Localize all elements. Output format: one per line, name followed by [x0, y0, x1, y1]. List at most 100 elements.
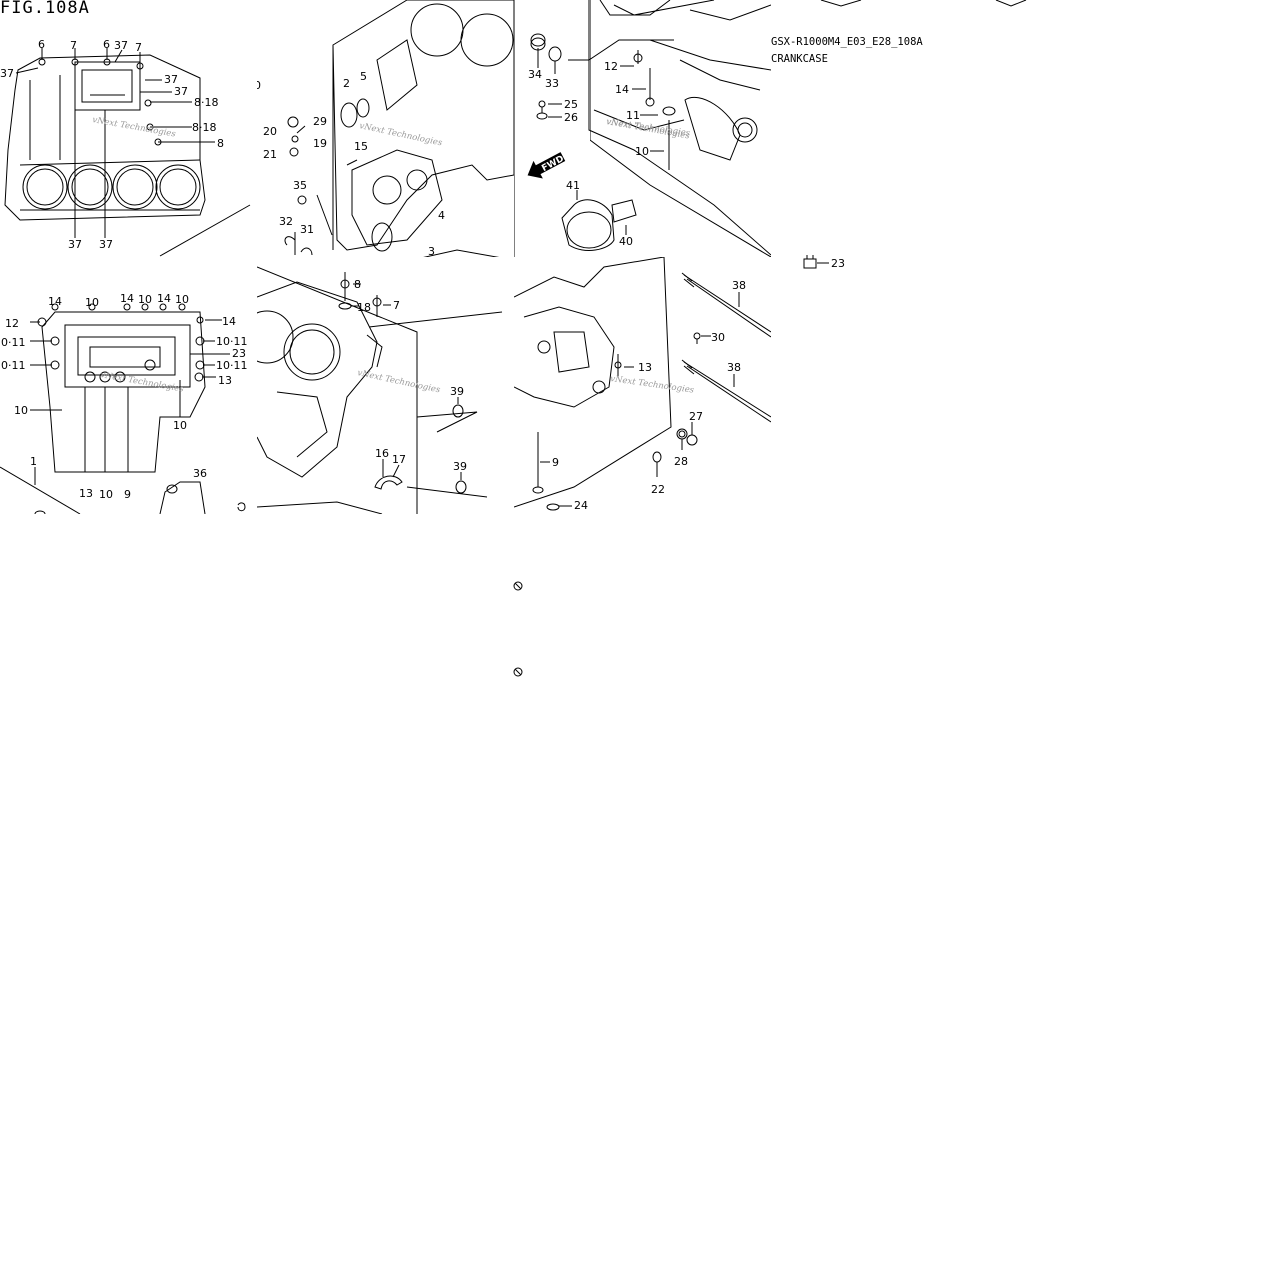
watermark-text: vNext Technologies [356, 368, 441, 395]
cylinder-block-drawing: vNext Technologies 8 7 18 39 16 17 39 37 [257, 266, 503, 514]
callout-labels: 23 [831, 257, 845, 270]
callout-label: 14 [157, 292, 171, 305]
callout-label: 37 [164, 73, 178, 86]
watermark-text: vNext Technologies [91, 115, 177, 140]
tile-lower-crankcase-bolts: vNext Technologies 12 14 11 10 [590, 0, 771, 257]
callout-labels: 34 33 25 26 41 40 [528, 68, 633, 248]
callout-label: 12 [604, 60, 618, 73]
callout-label: 10·11 [216, 359, 248, 372]
callout-label: 8 [217, 137, 224, 150]
callout-label: 30 [711, 331, 725, 344]
callout-label: 10 [138, 293, 152, 306]
callout-label: 33 [545, 77, 559, 90]
figure-code: GSX-R1000M4_E03_E28_108A [771, 36, 923, 48]
callout-label: 1 [257, 102, 258, 115]
callout-label: 1 [30, 455, 37, 468]
callout-label: 8·18 [194, 96, 219, 109]
callout-label: 35 [293, 179, 307, 192]
oil-jet-pump-drawing: vNext Technologies 10 1 29 20 19 21 2 5 … [257, 0, 514, 257]
tile-lower-crankcase-bottom-view: vNext Technologies 14 10 14 10 14 10 12 … [0, 257, 257, 514]
callout-label: 9 [124, 488, 131, 501]
callout-label: 14 [48, 295, 62, 308]
callout-label: 14 [222, 315, 236, 328]
tile-loose-parts: 23 [771, 0, 1285, 700]
callout-label: 8 [354, 278, 361, 291]
callout-label: 37 [114, 39, 128, 52]
tile-upper-crankcase-top-view: vNext Technologies 6 7 6 37 7 37 37 37 8… [0, 0, 257, 257]
callout-label: 2 [343, 77, 350, 90]
callout-label: 7 [393, 299, 400, 312]
callout-label: 37 [0, 67, 14, 80]
callout-label: 20 [263, 125, 277, 138]
callout-label: 10 [175, 293, 189, 306]
watermark-text: vNext Technologies [99, 370, 185, 395]
watermark-text: vNext Technologies [610, 374, 696, 396]
callout-labels: 6 7 6 37 7 37 37 37 8·18 8·18 8 37 37 [0, 38, 224, 251]
callout-label: 10 [635, 145, 649, 158]
callout-label: 39 [453, 460, 467, 473]
callout-label: 37 [68, 238, 82, 251]
tile-oil-jet-and-pump-area: vNext Technologies 10 1 29 20 19 21 2 5 … [257, 0, 514, 257]
callout-label: 17 [392, 453, 406, 466]
callout-label: 14 [120, 292, 134, 305]
callout-label: 36 [193, 467, 207, 480]
callout-label: 7 [70, 39, 77, 52]
callout-label: 23 [232, 347, 246, 360]
callout-label: 15 [354, 140, 368, 153]
watermark-text: vNext Technologies [606, 117, 692, 139]
callout-label: 12 [5, 317, 19, 330]
callout-labels: 10 1 29 20 19 21 2 5 15 35 32 31 6 4 3 [257, 70, 445, 257]
callout-label: 22 [651, 483, 665, 496]
callout-label: 29 [313, 115, 327, 128]
callout-label: 10 [99, 488, 113, 501]
callout-label: 13 [79, 487, 93, 500]
callout-label: 10 [85, 296, 99, 309]
callout-label: 7 [135, 41, 142, 54]
callout-label: 39 [450, 385, 464, 398]
callout-label: 28 [674, 455, 688, 468]
callout-label: 41 [566, 179, 580, 192]
callout-labels: 12 14 11 10 [604, 60, 649, 158]
callout-label: 11 [626, 109, 640, 122]
callout-label: 10·11 [0, 336, 26, 349]
callout-label: 27 [689, 410, 703, 423]
callout-label: 10 [257, 79, 261, 92]
callout-label: 38 [732, 279, 746, 292]
callout-labels: 38 30 13 38 27 28 22 9 24 [552, 279, 746, 512]
callout-label: 13 [638, 361, 652, 374]
callout-label: 25 [564, 98, 578, 111]
callout-label: 4 [438, 209, 445, 222]
callout-label: 6 [38, 38, 45, 51]
callout-label: 14 [615, 83, 629, 96]
stray-symbols [513, 581, 523, 677]
callout-label: 6 [103, 38, 110, 51]
callout-label: 8·18 [192, 121, 217, 134]
callout-label: 10·11 [216, 335, 248, 348]
lower-crankcase-bolts-drawing: vNext Technologies 12 14 11 10 [590, 0, 771, 257]
callout-label: 26 [564, 111, 578, 124]
callout-label: 38 [727, 361, 741, 374]
callout-label: 23 [831, 257, 845, 270]
watermark-text: vNext Technologies [358, 121, 443, 148]
fwd-badge: FWD [527, 152, 566, 179]
callout-label: 37 [174, 85, 188, 98]
crankcase-studs-drawing: vNext Technologies 38 30 13 38 27 28 22 … [514, 257, 771, 512]
callout-label: 32 [279, 215, 293, 228]
tile-crankcase-studs: vNext Technologies 38 30 13 38 27 28 22 … [514, 257, 771, 514]
callout-label: 40 [619, 235, 633, 248]
figure-name: CRANKCASE [771, 53, 828, 65]
loose-parts-drawing: 23 [803, 0, 1027, 270]
tile-cylinder-block-lower: vNext Technologies 8 7 18 39 16 17 39 37 [257, 257, 514, 514]
callout-label: 10 [173, 419, 187, 432]
callout-label: 37 [99, 238, 113, 251]
callout-label: 19 [313, 137, 327, 150]
callout-label: 21 [263, 148, 277, 161]
callout-label: 34 [528, 68, 542, 81]
callout-labels: 14 10 14 10 14 10 12 14 10·11 23 10·11 1… [0, 292, 248, 501]
callout-label: 31 [300, 223, 314, 236]
upper-crankcase-drawing: vNext Technologies 6 7 6 37 7 37 37 37 8… [0, 38, 251, 257]
callout-label: 18 [357, 301, 371, 314]
callout-label: 9 [552, 456, 559, 469]
callout-label: 5 [360, 70, 367, 83]
